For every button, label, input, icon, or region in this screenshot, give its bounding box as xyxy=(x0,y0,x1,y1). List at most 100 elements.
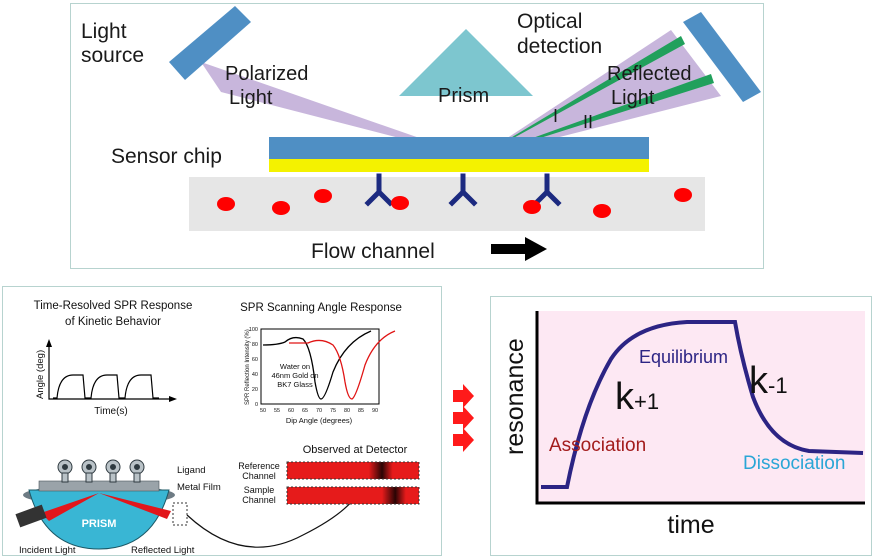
scan-xtick: 70 xyxy=(316,408,322,414)
k-plus-base: k xyxy=(615,376,635,418)
scan-chart-note: 46nm Gold on xyxy=(271,371,318,380)
light-source-plate xyxy=(169,6,251,80)
detector-plate xyxy=(683,12,761,102)
sample-channel-bar xyxy=(286,486,420,505)
sensorgram-plot-bg xyxy=(537,311,865,503)
prism-label: PRISM xyxy=(82,518,117,530)
metal-film-strip xyxy=(38,480,160,492)
ligand-molecule xyxy=(86,464,92,470)
y-arrow-icon xyxy=(46,339,52,347)
spr-schematic-svg: Light source Optical detection Polarized… xyxy=(81,6,761,263)
k-minus-sub: -1 xyxy=(768,373,788,398)
red-arrow-icon xyxy=(453,428,474,452)
spr-schematic-panel: Light source Optical detection Polarized… xyxy=(70,3,764,269)
scan-xtick: 90 xyxy=(372,408,378,414)
k-minus-base: k xyxy=(749,360,769,402)
analyte-dot xyxy=(593,204,611,218)
sensorgram-axes xyxy=(535,311,865,505)
spr-response-panel: Time-Resolved SPR Response of Kinetic Be… xyxy=(2,286,442,556)
scan-chart-note: BK7 Glass xyxy=(277,380,313,389)
time-chart-axes xyxy=(48,344,173,400)
scan-xtick: 80 xyxy=(344,408,350,414)
sensor-chip-gold xyxy=(269,159,649,172)
polarized-light-label: Polarized xyxy=(225,63,308,85)
red-arrow-icon xyxy=(453,406,474,430)
equilibrium-label: Equilibrium xyxy=(639,347,728,367)
sample-channel-label: Sample xyxy=(244,485,275,495)
reflected-light-label: Reflected Light xyxy=(131,545,195,556)
scan-ytick: 80 xyxy=(252,342,258,348)
incident-light-label: Incident Light xyxy=(19,545,76,556)
reflected-beam-i xyxy=(477,36,685,158)
scan-xtick: 65 xyxy=(302,408,308,414)
prism-shape xyxy=(399,29,533,96)
light-source-label: Light xyxy=(81,20,127,43)
reference-channel-label: Channel xyxy=(242,471,276,481)
k-plus-sub: +1 xyxy=(634,389,659,414)
optical-detection-label: detection xyxy=(517,35,602,58)
sensorgram-ylabel: resonance xyxy=(501,338,529,455)
scan-chart-xticks: 50 55 60 65 70 75 80 85 90 xyxy=(260,408,378,414)
ligand-molecule xyxy=(134,464,140,470)
scan-chart-frame xyxy=(260,328,380,405)
sample-channel-label: Channel xyxy=(242,495,276,505)
reflected-light-label: Reflected xyxy=(607,63,692,85)
antibody xyxy=(448,173,478,207)
light-source-label: source xyxy=(81,44,144,67)
reference-channel-bar xyxy=(286,461,420,480)
scan-ytick: 0 xyxy=(255,402,258,408)
ligand-molecules xyxy=(57,459,145,483)
scan-xtick: 85 xyxy=(358,408,364,414)
scan-curve-water xyxy=(262,330,372,400)
reflected-light-cone xyxy=(477,30,721,158)
analyte-dot xyxy=(272,201,290,215)
k-plus-label: k+1 xyxy=(615,376,659,418)
scan-xtick: 75 xyxy=(330,408,336,414)
scan-xtick: 55 xyxy=(274,408,280,414)
scan-chart-note: Water on xyxy=(280,362,310,371)
flow-channel-label: Flow channel xyxy=(311,240,435,263)
sensorgram-curve xyxy=(541,320,864,489)
beam-i-label: I xyxy=(553,106,558,126)
ligand-stalk xyxy=(61,472,69,483)
time-chart-xlabel: Time(s) xyxy=(94,406,128,417)
beam-ii-label: II xyxy=(583,112,593,132)
scan-curve-sample xyxy=(289,330,396,400)
reflected-light-label: Light xyxy=(611,87,655,109)
ligand-stalk xyxy=(85,472,93,483)
red-arrow-icon xyxy=(453,384,474,408)
scan-chart-ylabel: SPR Reflection Intensity (%) xyxy=(245,329,251,405)
scan-xtick: 60 xyxy=(288,408,294,414)
sensor-chip-glass xyxy=(269,137,649,159)
analyte-dot xyxy=(674,188,692,202)
analyte-dot xyxy=(391,196,409,210)
scan-ytick: 100 xyxy=(249,327,258,333)
time-chart-title: of Kinetic Behavior xyxy=(65,316,161,328)
sensorgram-xlabel: time xyxy=(667,511,714,539)
ligand-stalk xyxy=(133,472,141,483)
scan-ytick: 20 xyxy=(252,387,258,393)
optical-detection-label: Optical xyxy=(517,10,582,33)
detector-box xyxy=(172,502,188,526)
metal-film-label: Metal Film xyxy=(177,482,221,493)
flow-arrow-icon xyxy=(491,237,547,261)
x-arrow-icon xyxy=(169,396,177,402)
reference-channel-label: Reference xyxy=(238,461,280,471)
flow-channel-body xyxy=(189,177,705,231)
scan-chart-xlabel: Dip Angle (degrees) xyxy=(286,416,353,425)
scan-ytick: 40 xyxy=(252,372,258,378)
time-chart-title: Time-Resolved SPR Response xyxy=(34,300,193,312)
polarized-light-label: Light xyxy=(229,87,273,109)
scan-ytick: 60 xyxy=(252,357,258,363)
ligand-stalk xyxy=(109,472,117,483)
prism-label: Prism xyxy=(438,85,489,107)
antibody xyxy=(532,173,562,207)
association-label: Association xyxy=(549,435,646,456)
analyte-dot xyxy=(217,197,235,211)
reflected-beam xyxy=(99,493,171,519)
scan-xtick: 50 xyxy=(260,408,266,414)
antibody xyxy=(364,173,394,207)
ligand-molecule xyxy=(110,464,116,470)
time-chart-ylabel: Angle (deg) xyxy=(35,350,46,399)
scan-chart-yticks: 100 80 60 40 20 0 xyxy=(249,327,258,408)
